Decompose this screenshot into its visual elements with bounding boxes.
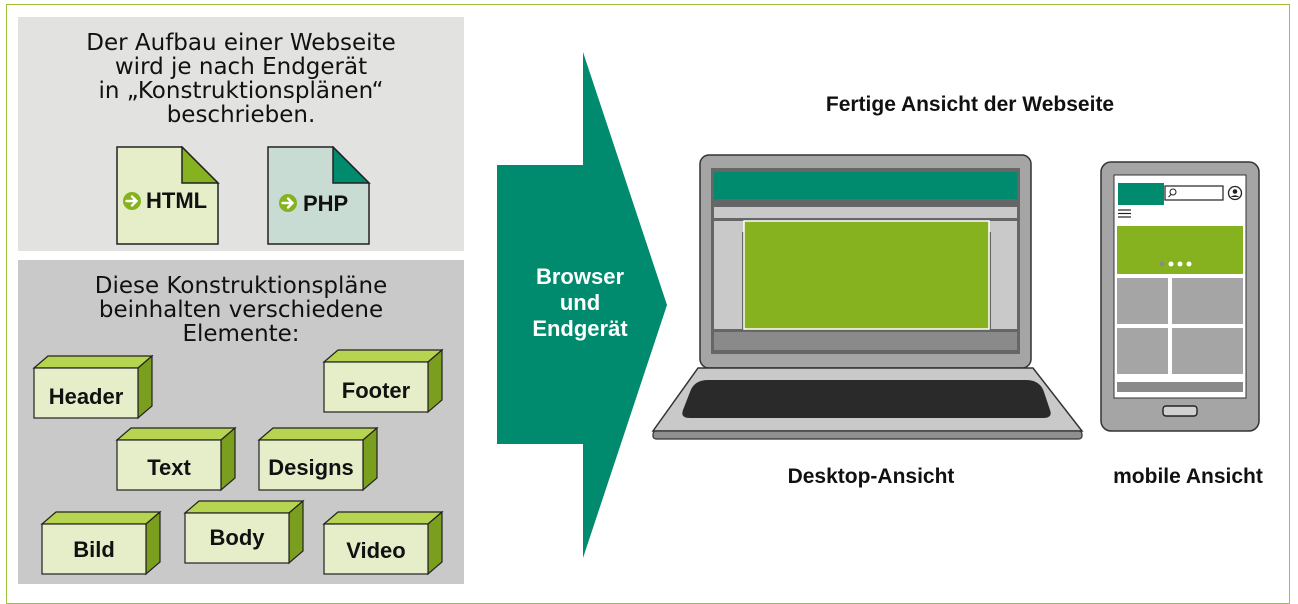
- text-line: Diese Konstruktionspläne: [94, 273, 388, 299]
- element-label-text: Text: [147, 455, 191, 480]
- result-title: Fertige Ansicht der Webseite: [825, 93, 1115, 116]
- browser-device-label: Browser und Endgerät: [505, 264, 655, 342]
- element-label-video: Video: [346, 538, 406, 563]
- text-line: Elemente:: [182, 321, 300, 347]
- mobile-caption: mobile Ansicht: [1113, 465, 1263, 488]
- big-arrow-shape: [497, 52, 667, 558]
- text-line: in „Konstruktionsplänen“: [98, 78, 384, 104]
- element-label-bild: Bild: [73, 537, 115, 562]
- arrow-line: Endgerät: [532, 316, 628, 341]
- element-label-body: Body: [209, 525, 265, 550]
- text-line: Der Aufbau einer Webseite: [86, 30, 396, 56]
- element-label-designs: Designs: [268, 455, 354, 480]
- element-box-body: [183, 499, 305, 565]
- construction-plans-panel: Der Aufbau einer Webseite wird je nach E…: [18, 17, 464, 251]
- elements-text: Diese Konstruktionspläne beinhalten vers…: [18, 274, 464, 346]
- html-file-icon: [116, 146, 220, 245]
- element-label-header: Header: [48, 384, 124, 409]
- element-label-footer: Footer: [341, 378, 411, 403]
- text-line: beschrieben.: [166, 102, 316, 128]
- desktop-caption: Desktop-Ansicht: [787, 465, 955, 488]
- element-box-designs: [257, 426, 379, 492]
- element-box-video: [322, 510, 444, 576]
- php-file-icon: [267, 146, 371, 245]
- text-line: beinhalten verschiedene: [98, 297, 384, 323]
- element-box-text: [115, 426, 237, 492]
- element-box-bild: [40, 510, 162, 576]
- arrow-circle-right-icon: [123, 192, 141, 210]
- text-line: wird je nach Endgerät: [114, 54, 368, 80]
- element-box-header: [32, 354, 154, 420]
- arrow-line: Browser: [535, 264, 625, 289]
- laptop-illustration: [651, 154, 1084, 440]
- php-label: PHP: [303, 191, 349, 216]
- arrow-circle-right-icon: [279, 194, 297, 212]
- infographic: Der Aufbau einer Webseite wird je nach E…: [6, 4, 1290, 604]
- element-box-footer: [322, 348, 444, 414]
- construction-plans-text: Der Aufbau einer Webseite wird je nach E…: [18, 31, 464, 127]
- html-label: HTML: [146, 188, 208, 213]
- arrow-line: und: [559, 290, 601, 315]
- smartphone-illustration: [1100, 161, 1260, 432]
